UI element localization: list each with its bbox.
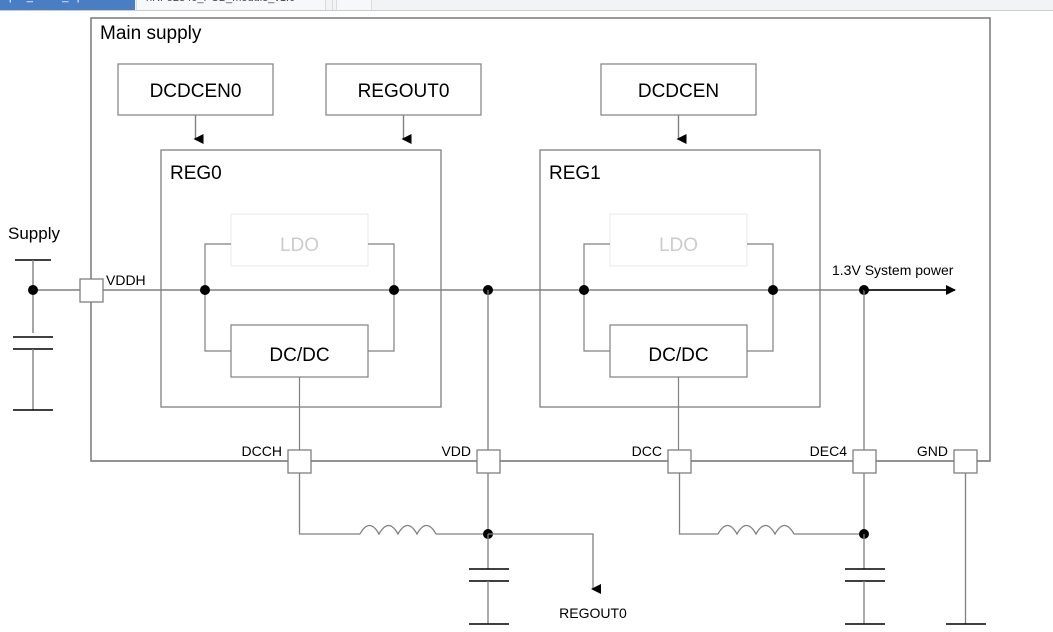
schematic-canvas: Main supply DCDCEN0 REGOUT0 DCDCEN REG0 …	[0, 11, 1053, 632]
tab-strip-divider	[0, 10, 1053, 11]
tab-new[interactable]: +	[336, 0, 372, 11]
inductor-l2	[717, 524, 795, 536]
reg1-dcdc-label: DC/DC	[648, 345, 708, 366]
dcch-external-wire	[298, 473, 360, 535]
main-supply-schematic: Main supply DCDCEN0 REGOUT0 DCDCEN REG0 …	[8, 17, 991, 625]
reg0-ldo-label: LDO	[280, 235, 319, 256]
control-box-dcdcen[interactable]	[600, 63, 757, 116]
pin-vdd-label: VDD	[441, 443, 471, 459]
reg0-dcdc-label: DC/DC	[269, 345, 329, 366]
reg1-input-node	[579, 285, 589, 295]
tab-pca-input[interactable]: pca_nrfxxx_input	[0, 0, 135, 11]
control-box-dcdcen0-label: DCDCEN0	[150, 81, 242, 102]
pin-dcch[interactable]	[287, 449, 312, 474]
reg1-ldo-block[interactable]	[609, 213, 748, 267]
reg0-dcdc-block[interactable]	[230, 324, 369, 378]
reg1-right-ldo-wire	[747, 243, 774, 290]
reg0-output-node	[389, 285, 399, 295]
regulator-reg0[interactable]	[160, 149, 442, 408]
reg1-right-dcdc-wire	[747, 290, 774, 352]
pin-vddh[interactable]	[79, 278, 104, 303]
pin-dec4[interactable]	[852, 449, 877, 474]
reg0-input-node	[200, 285, 210, 295]
supply-junction-node	[28, 285, 38, 295]
pin-gnd-label: GND	[917, 443, 948, 459]
dcc-external-wire	[678, 473, 718, 535]
pin-dec4-label: DEC4	[810, 443, 848, 459]
reg0-ldo-block[interactable]	[230, 213, 369, 267]
tab-separator	[332, 0, 333, 10]
reg0-left-ldo-wire	[204, 243, 231, 290]
regulator-reg0-label: REG0	[170, 163, 222, 184]
reg0-right-ldo-wire	[368, 243, 395, 290]
control-box-regout0-label: REGOUT0	[358, 81, 450, 102]
system-power-output-label: 1.3V System power	[832, 262, 954, 278]
diagram-title: Main supply	[100, 23, 202, 44]
regout0-branch-arrow	[488, 533, 601, 594]
reg1-output-node	[768, 285, 778, 295]
reg0-right-dcdc-wire	[368, 290, 395, 352]
regulator-reg1-label: REG1	[549, 163, 601, 184]
browser-tab-strip: pca_nrfxxx_input nRF52840_PCB_module_v1.…	[0, 0, 1053, 11]
regulator-reg1[interactable]	[539, 149, 821, 408]
reg0-left-dcdc-wire	[204, 290, 231, 352]
pin-vdd[interactable]	[476, 449, 501, 474]
tab-nrf52840-module[interactable]: nRF52840_PCB_module_v1.0	[136, 0, 326, 11]
external-output-regout0-label: REGOUT0	[559, 605, 627, 621]
pin-dcch-label: DCCH	[242, 443, 282, 459]
pin-gnd[interactable]	[953, 449, 978, 474]
reg1-left-dcdc-wire	[583, 290, 610, 352]
control-box-dcdcen0[interactable]	[117, 63, 274, 116]
inductor-l1	[359, 524, 437, 536]
control-box-dcdcen-label: DCDCEN	[638, 81, 719, 102]
pin-dcc[interactable]	[667, 449, 692, 474]
reg1-ldo-label: LDO	[659, 235, 698, 256]
pin-dcc-label: DCC	[632, 443, 662, 459]
pin-vddh-label: VDDH	[106, 272, 146, 288]
supply-source-label: Supply	[8, 224, 60, 243]
reg1-left-ldo-wire	[583, 243, 610, 290]
